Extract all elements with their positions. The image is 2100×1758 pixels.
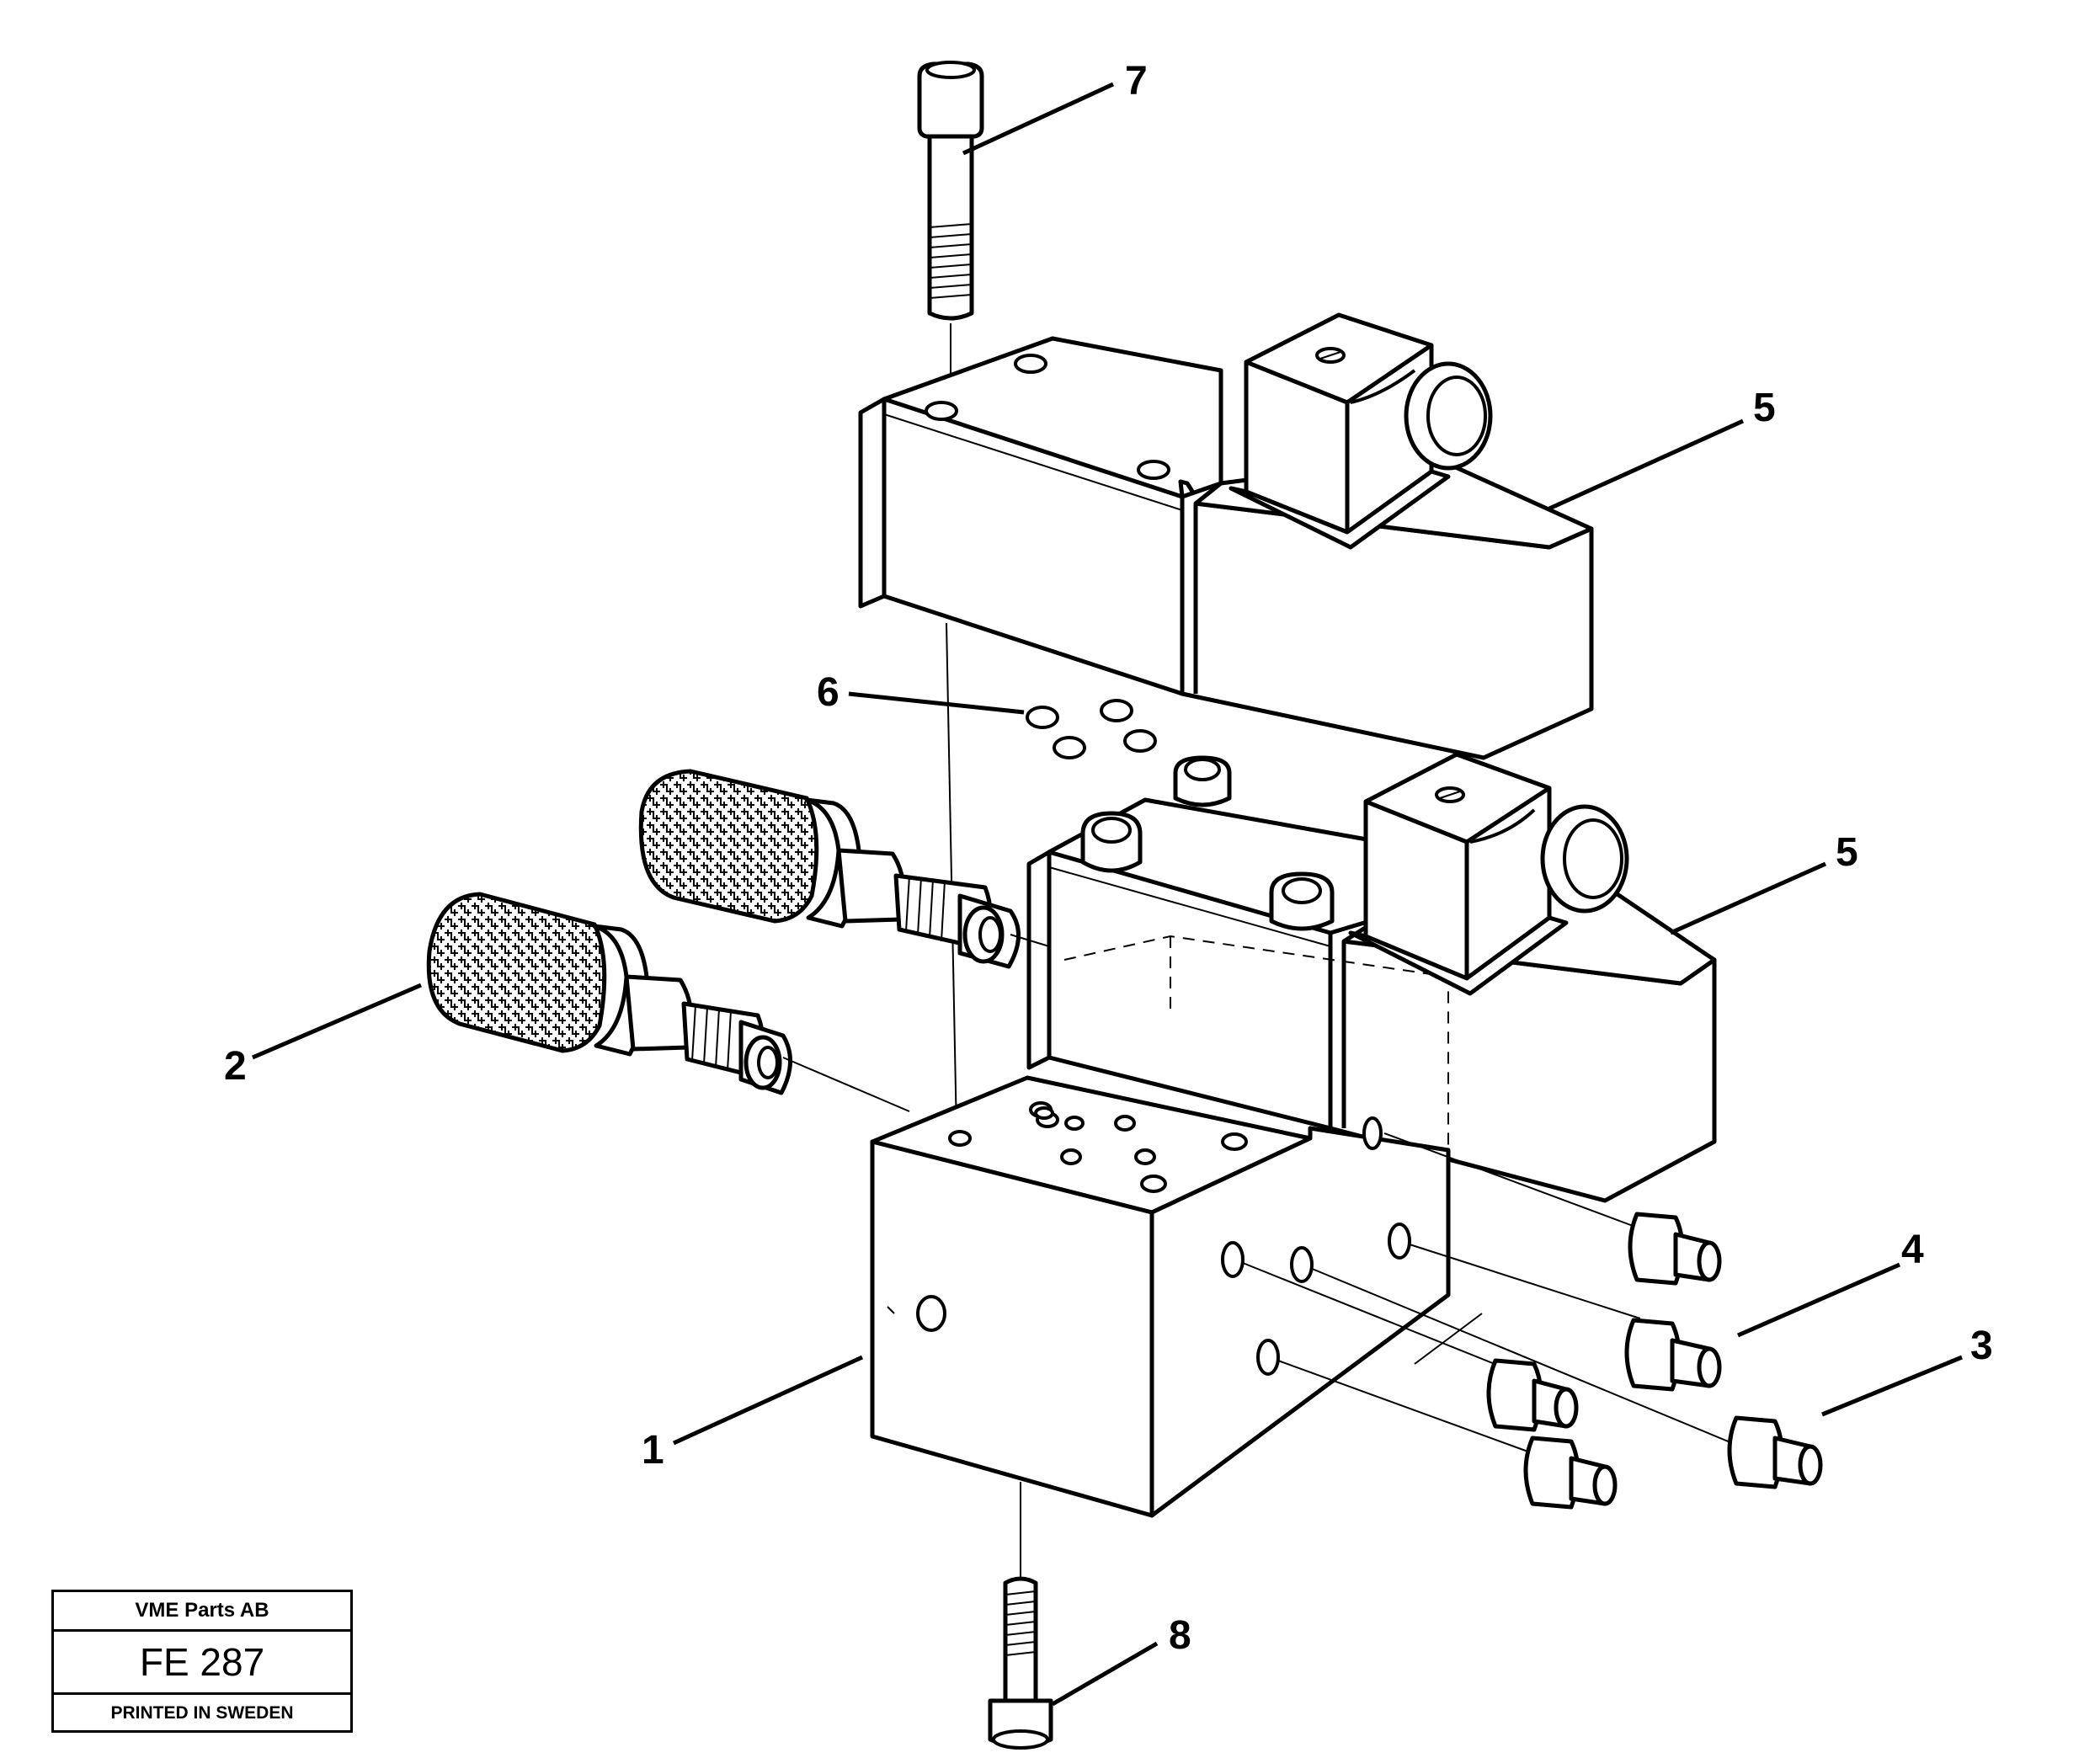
upper-solenoid-valve-part-5 xyxy=(858,312,1594,760)
nipple-part-3 xyxy=(1727,1415,1823,1489)
callout-3: 3 xyxy=(1970,1324,1993,1368)
nipple-lower xyxy=(1523,1436,1618,1510)
printed-note: PRINTED IN SWEDEN xyxy=(110,1703,294,1723)
nipple-fittings xyxy=(1486,1212,1823,1510)
port-center-lines xyxy=(1242,1132,1737,1454)
nipple-part-4 xyxy=(1624,1318,1722,1392)
o-rings-part-6 xyxy=(1026,699,1157,759)
short-screw-part-8 xyxy=(988,1482,1053,1750)
quick-coupling-lower-part-2 xyxy=(426,892,792,1095)
figure-number: FE 287 xyxy=(54,1632,350,1695)
upper-connector-plug xyxy=(1229,312,1493,550)
callout-4: 4 xyxy=(1901,1228,1924,1272)
nipple-middle xyxy=(1486,1358,1579,1432)
title-block: VME Parts AB FE 287 PRINTED IN SWEDEN xyxy=(51,1590,353,1733)
callout-7: 7 xyxy=(1125,59,1148,104)
callout-5-lower: 5 xyxy=(1836,830,1858,875)
valve-block-part-1 xyxy=(870,1075,1483,1518)
leader-lines xyxy=(252,82,1963,1707)
callout-8: 8 xyxy=(1169,1613,1191,1658)
callout-labels: 7 5 6 5 2 4 3 1 8 xyxy=(224,59,1993,1658)
long-screw-part-7 xyxy=(917,61,984,413)
valve-mount-screw-heads xyxy=(1080,755,1335,931)
callout-1: 1 xyxy=(642,1428,664,1473)
callout-5-upper: 5 xyxy=(1753,386,1776,430)
lower-connector-plug xyxy=(1348,752,1629,996)
company-name: VME Parts AB xyxy=(54,1592,350,1632)
nipple-upper xyxy=(1628,1212,1722,1286)
callout-6: 6 xyxy=(817,670,839,715)
lower-solenoid-valve-part-5 xyxy=(1026,752,1717,1203)
quick-coupling-upper-part-2 xyxy=(638,769,1021,969)
callout-2: 2 xyxy=(224,1044,247,1089)
